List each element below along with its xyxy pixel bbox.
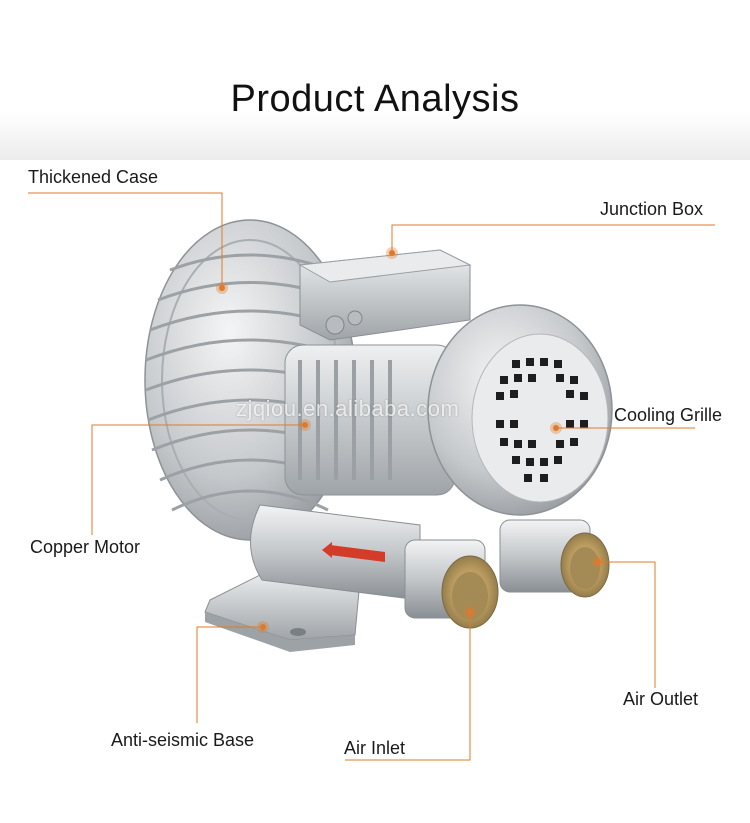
- callout-lines: [28, 192, 715, 761]
- label-air-outlet: Air Outlet: [623, 689, 699, 709]
- air-outlet-shape: [499, 519, 610, 598]
- label-air-inlet: Air Inlet: [344, 738, 406, 758]
- silencer-pipe-shape: [250, 504, 421, 601]
- watermark-text: zjqiou.en.alibaba.com: [236, 396, 460, 421]
- copper-motor-shape: [284, 344, 456, 496]
- label-cooling-grille: Cooling Grille: [614, 405, 723, 425]
- label-junction-box: Junction Box: [600, 199, 704, 219]
- page-title: Product Analysis: [230, 78, 520, 120]
- cooling-grille-shape: [427, 304, 613, 516]
- label-anti-seismic-base: Anti-seismic Base: [111, 730, 255, 750]
- junction-box-shape: [298, 249, 472, 341]
- label-thickened-case: Thickened Case: [28, 167, 159, 187]
- callout-markers: [216, 247, 604, 633]
- air-inlet-shape: [404, 539, 499, 629]
- header-background: [0, 0, 750, 160]
- label-copper-motor: Copper Motor: [30, 537, 141, 557]
